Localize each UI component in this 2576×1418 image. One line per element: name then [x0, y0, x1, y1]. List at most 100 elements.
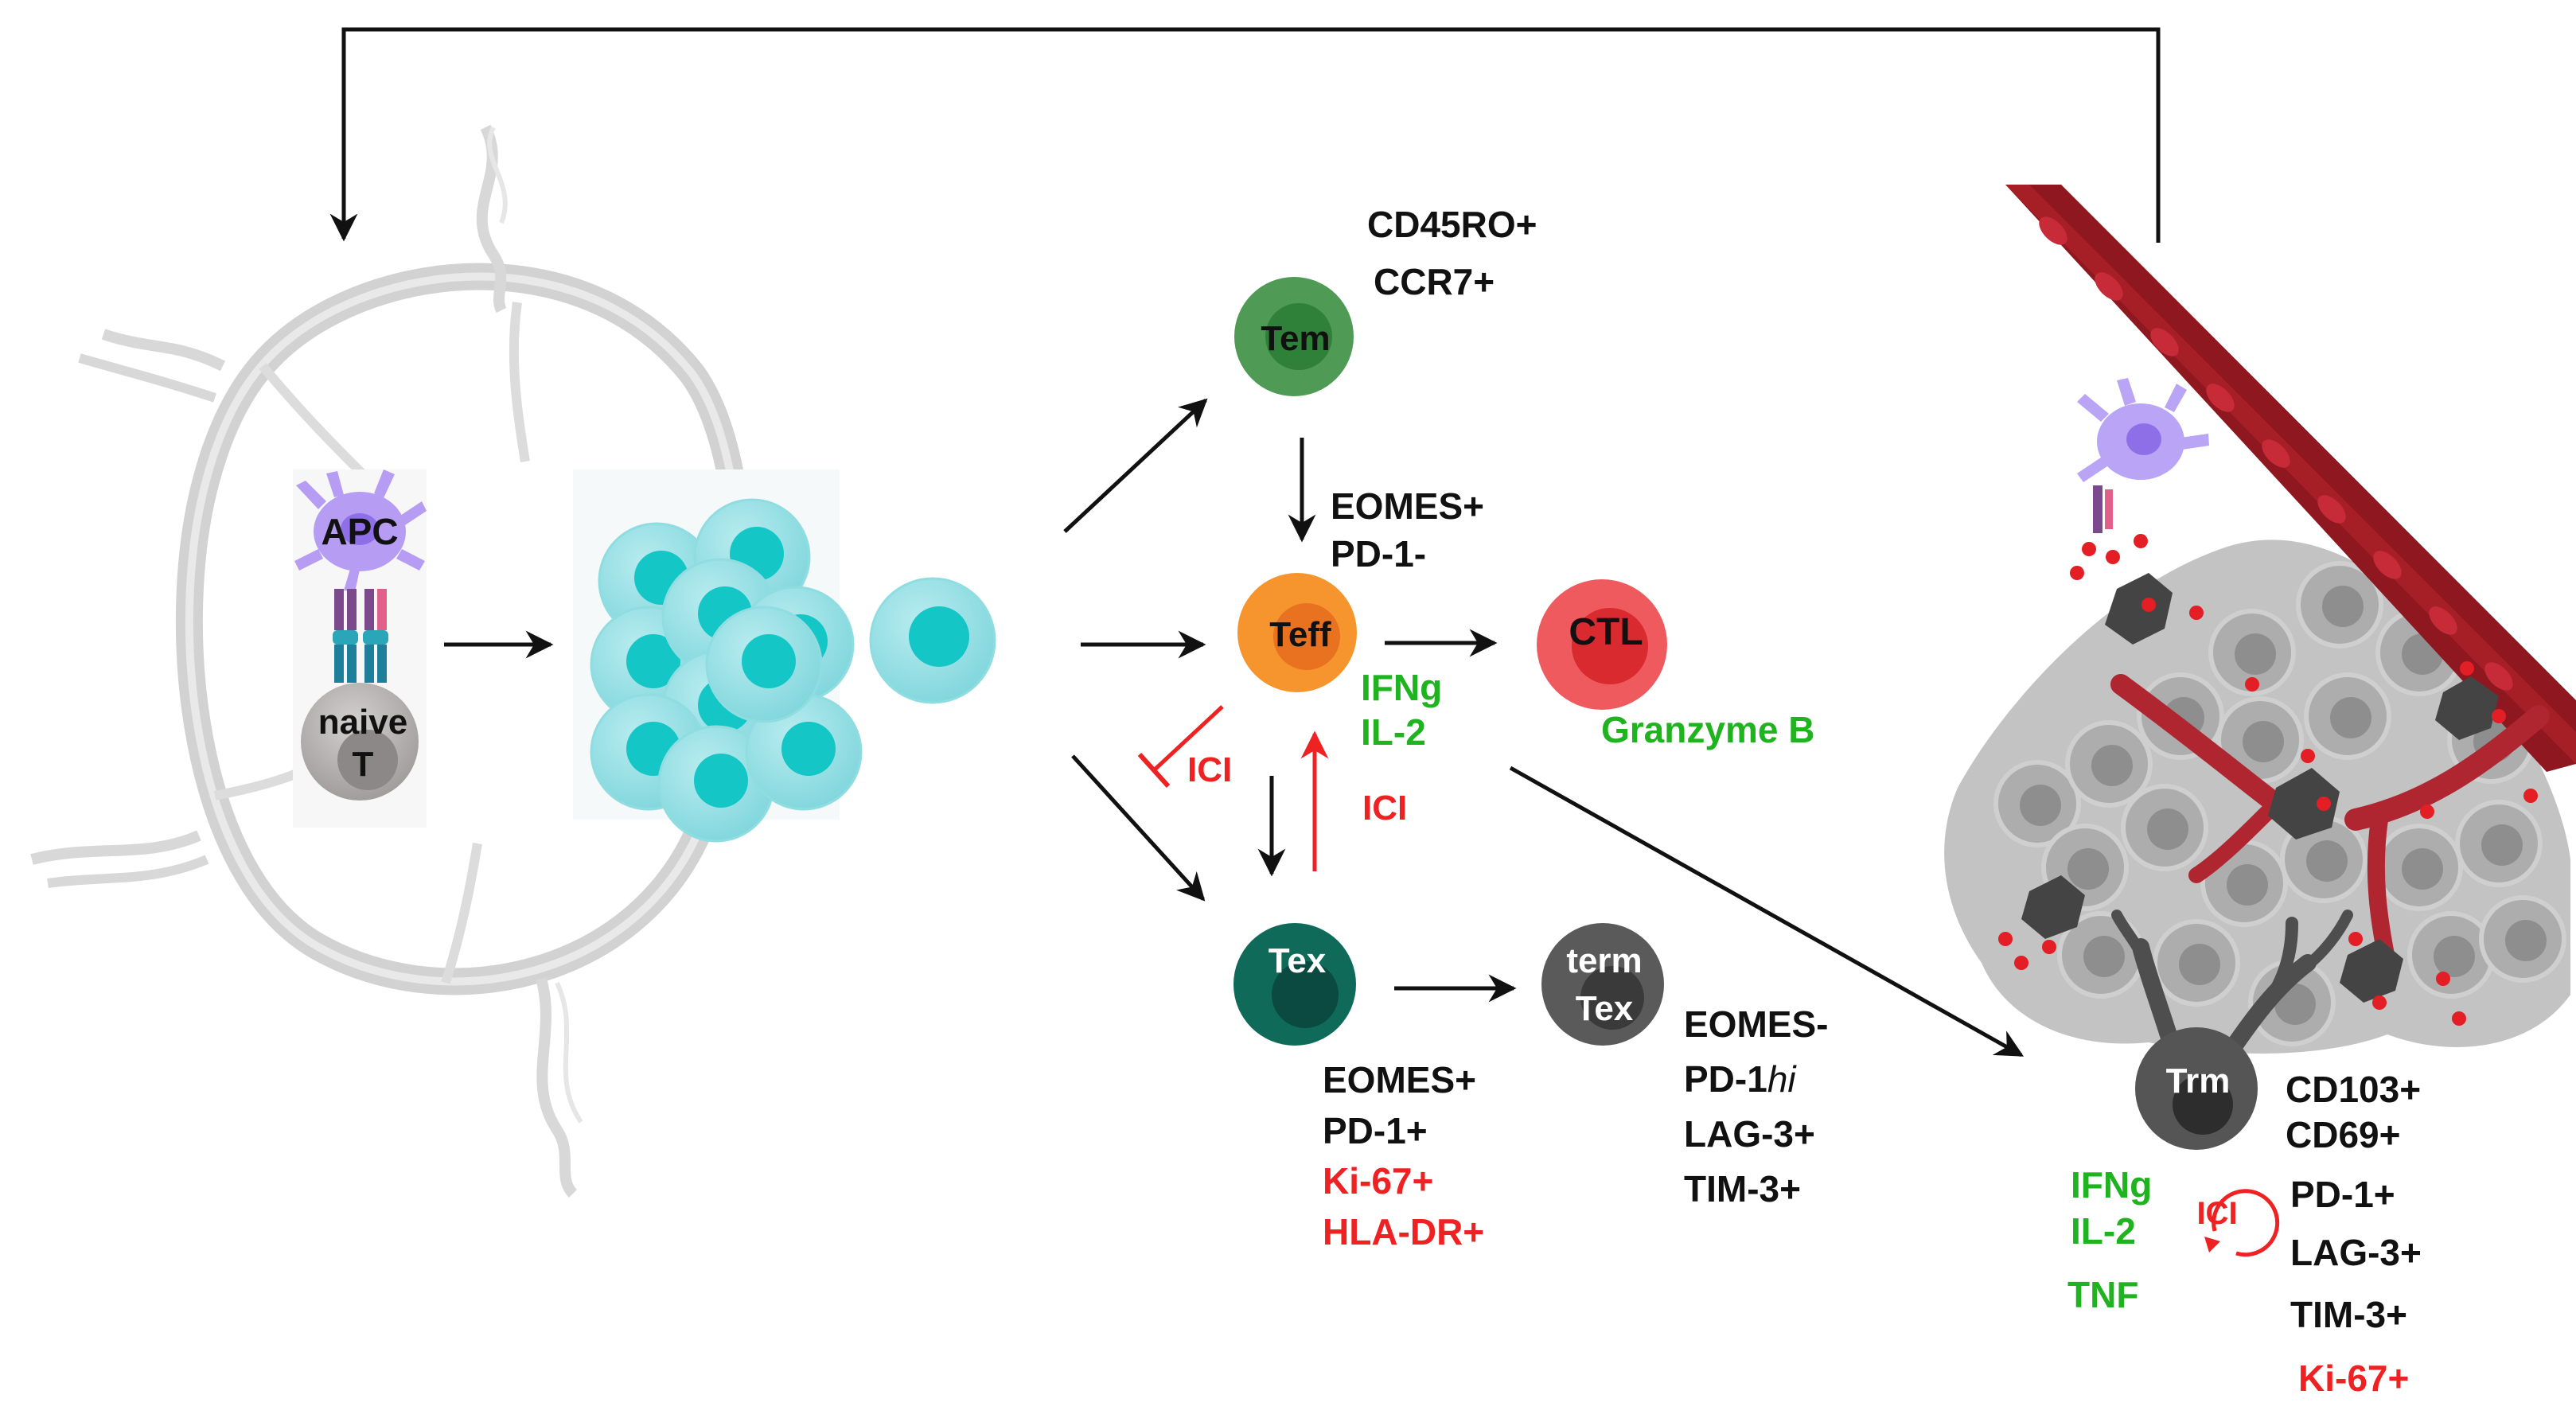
- ici-trm-label: ICI: [2196, 1196, 2237, 1231]
- red-blood-cell: [2484, 662, 2513, 691]
- teff-cell: Teff: [1237, 573, 1357, 692]
- trm-marker-5: TIM-3+: [2290, 1294, 2407, 1335]
- term-tex-label-line2: Tex: [1576, 989, 1634, 1028]
- tem-label: Tem: [1261, 319, 1330, 358]
- granule-dot: [2141, 598, 2156, 612]
- tcr-mhc-receptors: [333, 589, 388, 683]
- tem-marker-2: CCR7+: [1374, 261, 1495, 302]
- naive-t-cell: naive T: [301, 683, 419, 801]
- granule-dot: [2452, 1011, 2466, 1026]
- granule-dot: [2014, 956, 2028, 970]
- expanded-t-cell: [657, 725, 775, 843]
- granule-dot: [2348, 932, 2363, 946]
- ici-inhibition-label: ICI: [1187, 750, 1232, 789]
- teff-cytokine-1: IFNg: [1361, 667, 1442, 708]
- tumor-cell: [2121, 784, 2208, 871]
- trm-label: Trm: [2166, 1062, 2231, 1101]
- differentiation-arrows: [1063, 398, 2025, 1058]
- red-blood-cell: [2429, 606, 2457, 635]
- expanded-t-cell: [705, 606, 823, 723]
- granule-dot: [2523, 789, 2538, 803]
- tumor-cell: [2153, 919, 2240, 1007]
- tumor-apc: [2077, 378, 2209, 533]
- teff-cytokine-2: IL-2: [1361, 711, 1426, 753]
- ici-effects: [1137, 705, 1329, 871]
- naive-t-label-line1: naive: [318, 703, 408, 742]
- apc-label: APC: [321, 511, 398, 552]
- term-tex-marker-3: LAG-3+: [1684, 1113, 1815, 1155]
- granule-dot: [2245, 677, 2259, 691]
- tumor-cell: [1993, 760, 2081, 847]
- term-tex-marker-1: EOMES-: [1684, 1003, 1828, 1045]
- tumor-cell: [2375, 824, 2463, 911]
- term-tex-marker-2: PD-1hi: [1684, 1058, 1797, 1100]
- tem-cell: Tem: [1234, 277, 1354, 396]
- term-tex-label-line1: term: [1566, 941, 1642, 980]
- recirculation-arrow: [329, 27, 2161, 243]
- teff-marker-1: EOMES+: [1331, 485, 1484, 527]
- term-tex-marker-4: TIM-3+: [1684, 1168, 1801, 1210]
- granule-dot: [2372, 995, 2387, 1010]
- clonal-expansion-cells: [590, 498, 863, 843]
- granule-dot: [2317, 797, 2331, 811]
- teff-marker-2: PD-1-: [1331, 533, 1426, 575]
- granule-dot: [2301, 749, 2315, 763]
- tex-marker-2: PD-1+: [1323, 1110, 1428, 1151]
- granule-dot: [2106, 550, 2120, 564]
- tumor-cell: [2304, 672, 2391, 760]
- tumor-cell: [2208, 609, 2296, 696]
- ici-cycle-icon: ICI: [2196, 1189, 2280, 1257]
- ici-reinvigoration-label: ICI: [1362, 789, 1407, 828]
- granule-dot: [1998, 932, 2013, 946]
- tex-cell: Tex: [1233, 923, 1356, 1046]
- red-blood-cell: [2373, 551, 2402, 579]
- granule-dot: [2070, 566, 2084, 580]
- tumor-cell: [2296, 561, 2383, 649]
- trm-marker-1: CD103+: [2286, 1069, 2421, 1110]
- red-blood-cell: [2262, 439, 2290, 468]
- teff-label: Teff: [1269, 615, 1331, 654]
- naive-t-label-line2: T: [353, 745, 374, 784]
- granule-dot: [2189, 606, 2204, 620]
- tumor-cell: [2407, 911, 2495, 999]
- lymph-node: [30, 124, 755, 1198]
- trm-marker-3: PD-1+: [2290, 1174, 2395, 1215]
- granule-dot: [2436, 972, 2450, 986]
- granule-dot: [2042, 940, 2056, 954]
- tex-marker-3: Ki-67+: [1323, 1160, 1433, 1202]
- tex-marker-4: HLA-DR+: [1323, 1211, 1484, 1252]
- trm-marker-4: LAG-3+: [2290, 1232, 2422, 1273]
- granule-dot: [2420, 804, 2434, 819]
- tumor-cell: [2479, 895, 2566, 983]
- granule-dot: [2492, 709, 2506, 723]
- trm-cytokine-1: IFNg: [2071, 1164, 2152, 1206]
- tumor-microenvironment: Trm: [1944, 185, 2576, 1150]
- tex-label: Tex: [1269, 941, 1327, 980]
- red-blood-cell: [2206, 384, 2235, 412]
- trm-cytokine-2: IL-2: [2071, 1210, 2136, 1252]
- ctl-granzyme-b: Granzyme B: [1601, 709, 1814, 750]
- tumor-cell: [2057, 911, 2145, 999]
- red-blood-cell: [2039, 216, 2067, 245]
- ctl-cell: CTL: [1537, 579, 1667, 710]
- red-blood-cell: [2150, 328, 2179, 356]
- granule-dot: [2082, 542, 2096, 556]
- tem-marker-1: CD45RO+: [1367, 204, 1537, 245]
- granule-dot: [2134, 534, 2148, 548]
- tumor-cell: [2280, 816, 2368, 903]
- apc-cell: APC: [294, 469, 427, 592]
- dark-tumor-cells: [2021, 573, 2499, 1003]
- red-blood-cells: [2039, 216, 2513, 691]
- terminal-tex-cell: term Tex: [1541, 923, 1664, 1046]
- ctl-label: CTL: [1569, 611, 1643, 653]
- tumor-cell: [2065, 720, 2153, 808]
- tex-marker-1: EOMES+: [1323, 1059, 1476, 1101]
- activated-t-cell: [869, 577, 996, 704]
- tumor-cell: [2455, 800, 2543, 887]
- trm-marker-6: Ki-67+: [2298, 1358, 2409, 1399]
- trm-cell: Trm: [2111, 910, 2353, 1150]
- red-blood-cell: [2317, 495, 2346, 524]
- granule-dots: [1998, 534, 2538, 1026]
- trm-cytokine-3: TNF: [2067, 1274, 2138, 1315]
